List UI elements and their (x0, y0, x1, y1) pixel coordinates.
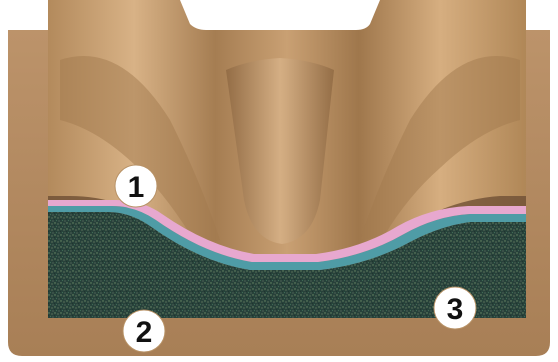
marker-3: 3 (434, 287, 476, 329)
marker-1: 1 (115, 165, 157, 207)
marker-2-label: 2 (136, 316, 153, 349)
top-notch (180, 0, 380, 30)
marker-2: 2 (123, 310, 165, 352)
marker-3-label: 3 (447, 293, 464, 326)
marker-1-label: 1 (128, 171, 145, 204)
